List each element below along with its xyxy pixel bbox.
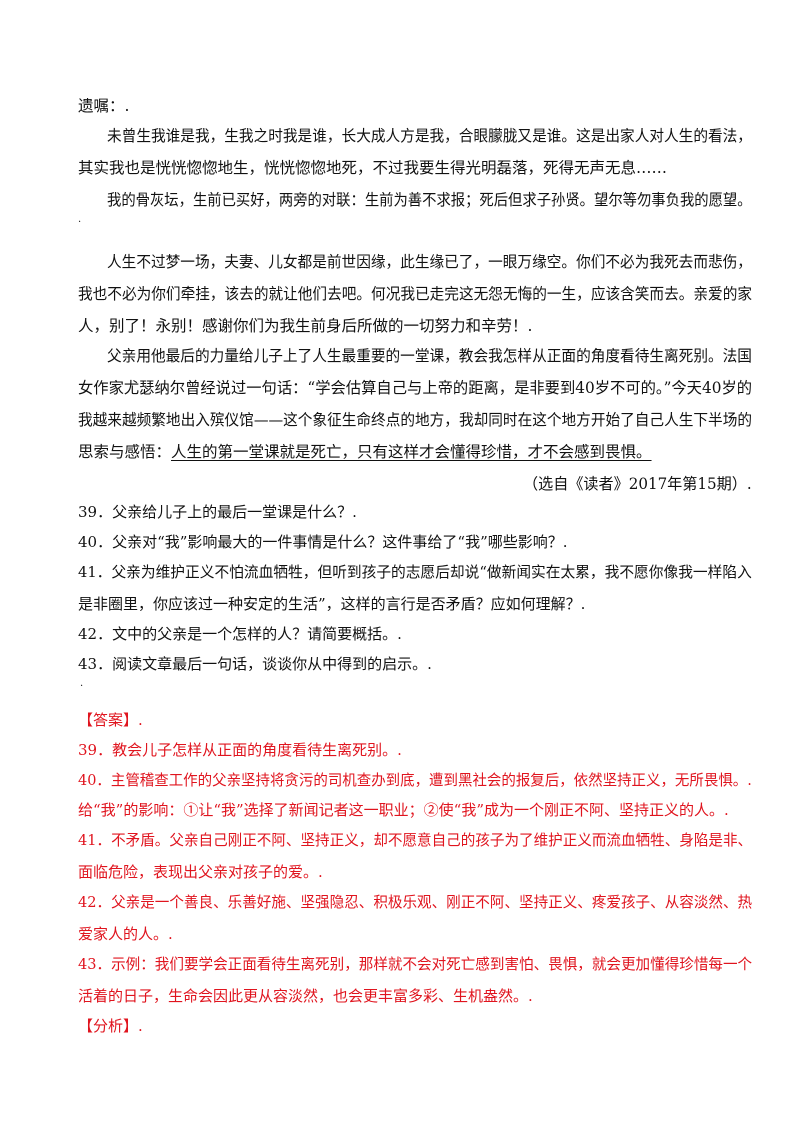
answer-39: 39．教会儿子怎样从正面的角度看待生离死别。. (78, 741, 402, 759)
answer-header: 【答案】. (78, 711, 143, 729)
answer-41-line-1: 41．不矛盾。父亲自己刚正不阿、坚持正义，却不愿意自己的孩子为了维护正义而流血牺… (78, 831, 753, 849)
passage-father-line-1: 父亲用他最后的力量给儿子上了人生最重要的一堂课，教会我怎样从正面的角度看待生离死… (107, 347, 752, 365)
source-citation: （选自《读者》2017年第15期）. (523, 475, 752, 493)
answer-42-line-2: 爱家人的人。. (78, 925, 173, 943)
answer-43-line-2: 活着的日子，生命会因此更从容淡然，也会更丰富多彩、生机盎然。. (78, 987, 533, 1005)
passage-yizhu: 遗嘱：. (78, 97, 130, 115)
answer-42-line-1: 42．父亲是一个善良、乐善好施、坚强隐忍、积极乐观、刚正不阿、坚持正义、疼爱孩子… (78, 893, 753, 911)
final-line-underlined: 人生的第一堂课就是死亡，只有这样才会懂得珍惜，才不会感到畏惧。 (171, 443, 652, 461)
passage-final-line: 思索与感悟：人生的第一堂课就是死亡，只有这样才会懂得珍惜，才不会感到畏惧。 (78, 442, 652, 462)
passage-ashes: 我的骨灰坛，生前已买好，两旁的对联：生前为善不求报；死后但求子孙贤。望尔等勿事负… (107, 191, 752, 209)
question-39: 39．父亲给儿子上的最后一堂课是什么？. (78, 503, 357, 521)
final-line-prefix: 思索与感悟： (78, 443, 172, 461)
analysis-header: 【分析】. (78, 1017, 143, 1035)
passage-verse-line-2: 其实我也是恍恍惚惚地生，恍恍惚惚地死，不过我要生得光明磊落，死得无声无息…… (78, 159, 668, 177)
question-41-line-1: 41．父亲为维护正义不怕流血牺牲，但听到孩子的志愿后却说“做新闻实在太累，我不愿… (78, 563, 752, 581)
passage-life-line-2: 我也不必为你们牵挂，该去的就让他们去吧。何况我已走完这无怨无悔的一生，应该含笑而… (78, 285, 753, 303)
answer-40-line-2: 给“我”的影响：①让“我”选择了新闻记者这一职业；②使“我”成为一个刚正不阿、坚… (78, 801, 729, 819)
question-41-line-2: 是非圈里，你应该过一种安定的生活”，这样的言行是否矛盾？应如何理解？. (78, 595, 586, 613)
passage-father-line-3: 我越来越频繁地出入殡仪馆——这个象征生命终点的地方，我却同时在这个地方开始了自己… (78, 411, 753, 429)
answer-43-line-1: 43．示例：我们要学会正面看待生离死别，那样就不会对死亡感到害怕、畏惧，就会更加… (78, 955, 753, 973)
question-42: 42．文中的父亲是一个怎样的人？请简要概括。. (78, 625, 402, 643)
question-43: 43．阅读文章最后一句话，谈谈你从中得到的启示。. (78, 655, 432, 673)
passage-verse-line-1: 未曾生我谁是我，生我之时我是谁，长大成人方是我，合眼朦胧又是谁。这是出家人对人生… (107, 127, 752, 145)
questions-dot: . (80, 678, 84, 689)
question-40: 40．父亲对“我”影响最大的一件事情是什么？这件事给了“我”哪些影响？. (78, 533, 568, 551)
passage-life-line-3: 人，别了！永别！感谢你们为我生前身后所做的一切努力和辛劳！. (78, 317, 533, 335)
answer-40-line-1: 40．主管稽查工作的父亲坚持将贪污的司机查办到底，遭到黑社会的报复后，依然坚持正… (78, 771, 752, 789)
passage-father-line-2: 女作家尤瑟纳尔曾经说过一句话：“学会估算自己与上帝的距离，是非要到40岁不可的。… (78, 379, 753, 397)
passage-dot: . (78, 214, 82, 225)
answer-41-line-2: 面临危险，表现出父亲对孩子的爱。. (78, 863, 323, 881)
passage-life-line-1: 人生不过梦一场，夫妻、儿女都是前世因缘，此生缘已了，一眼万缘空。你们不必为我死去… (107, 253, 752, 271)
